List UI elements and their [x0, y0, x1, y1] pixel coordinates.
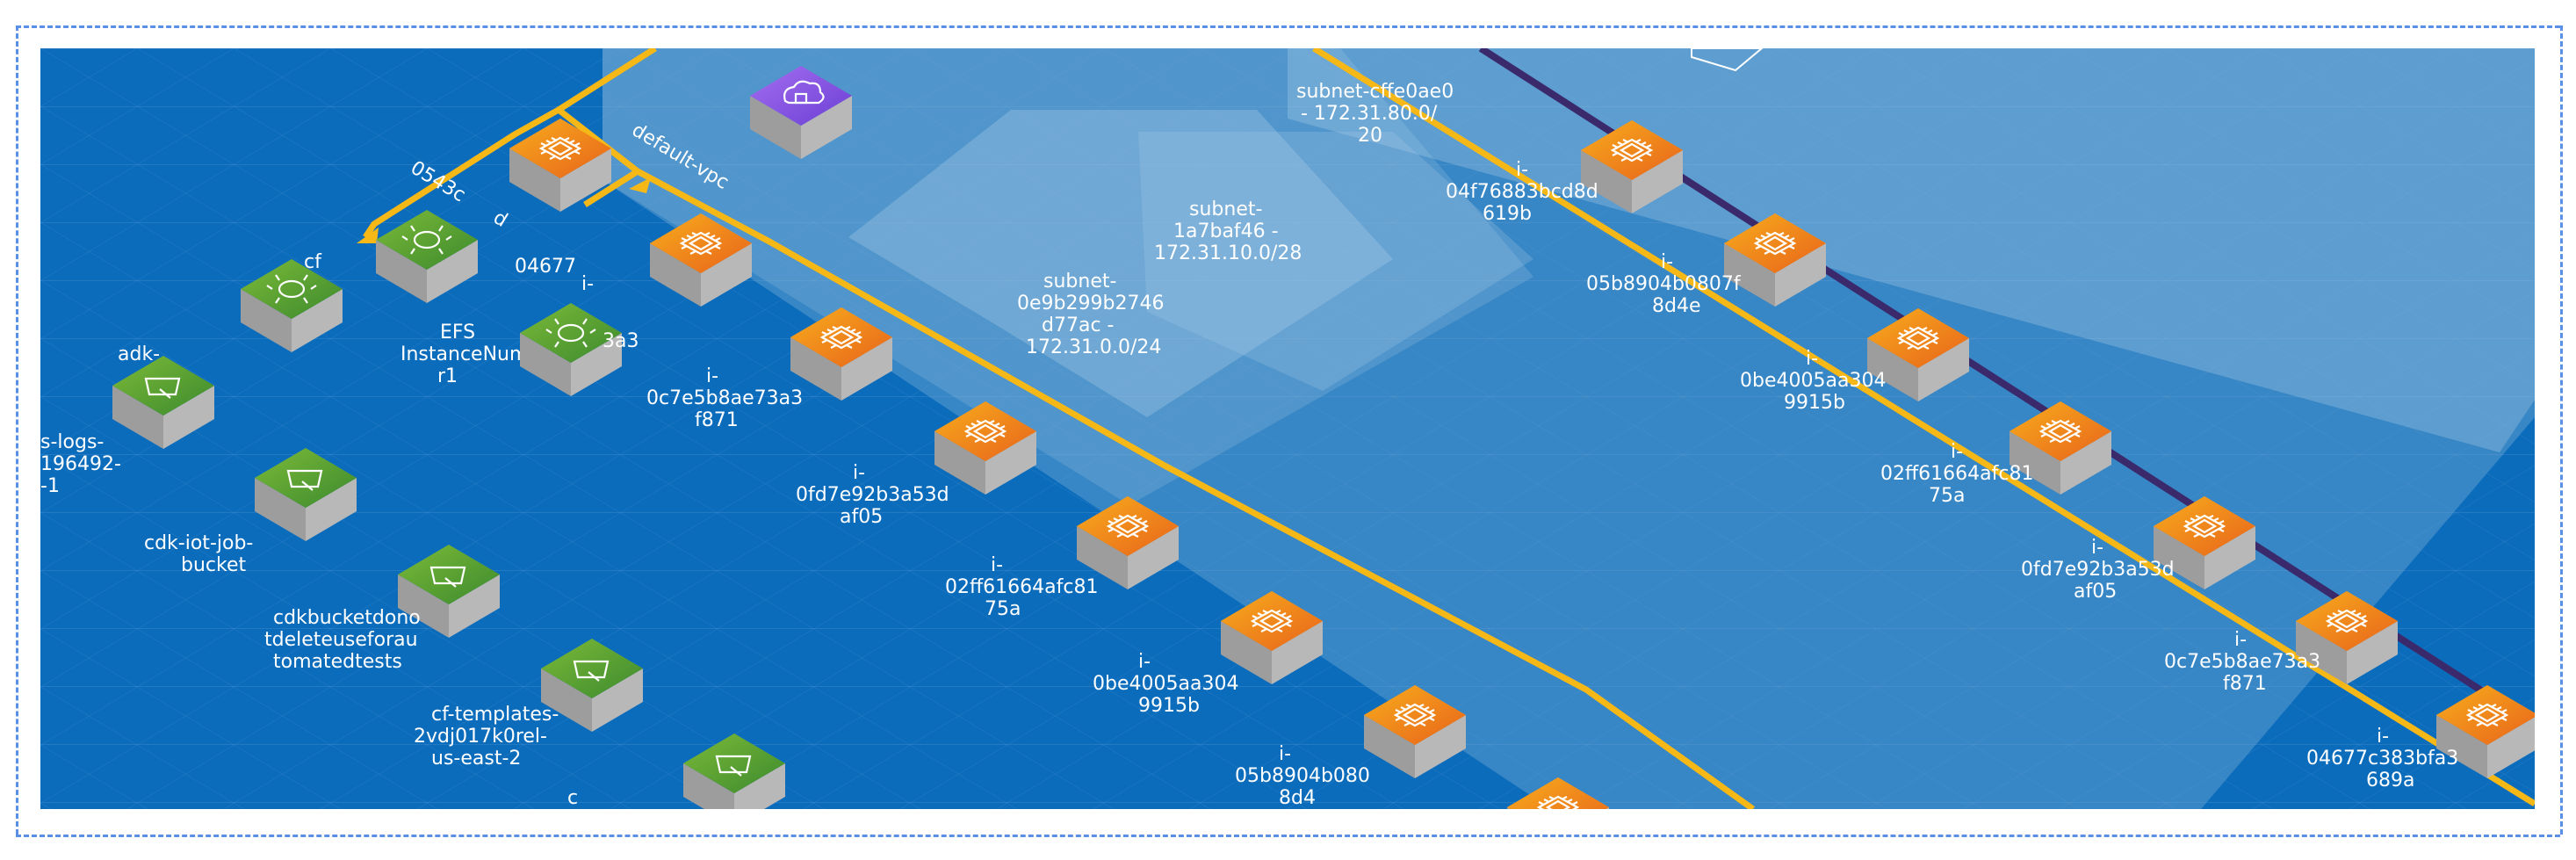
ec2-node-0c7e5b8ae73a3f871-label: i- 0c7e5b8ae73a3 f871 — [646, 365, 803, 431]
ec2-node-right-0fd7e92b3a53daf05-label: i- 0fd7e92b3a53d af05 — [2021, 537, 2175, 603]
svg-text:8d4e: 8d4e — [1652, 295, 1701, 317]
svg-text:04f76883bcd8d: 04f76883bcd8d — [1446, 181, 1598, 203]
frame-bottom-border — [16, 835, 2560, 837]
svg-text:cf-templates-: cf-templates- — [431, 704, 559, 726]
svg-text:d77ac -: d77ac - — [1042, 314, 1114, 336]
svg-text:s-logs-: s-logs- — [40, 431, 104, 453]
subnet-0e9b299b2746d77ac-panel[interactable] — [848, 110, 1393, 417]
svg-text:04677c383bfa3: 04677c383bfa3 — [2306, 748, 2458, 770]
svg-text:subnet-: subnet- — [1043, 271, 1116, 293]
svg-text:i-: i- — [706, 365, 718, 387]
svg-text:us-east-2: us-east-2 — [431, 748, 521, 770]
svg-text:172.31.0.0/24: 172.31.0.0/24 — [1026, 336, 1161, 358]
svg-text:af05: af05 — [2074, 581, 2117, 603]
s3-node-cf-templates-label: cf-templates- 2vdj017k0rel- us-east-2 — [414, 704, 559, 770]
s3-node-adk-logs-label: adk- s-logs- 196492- -1 — [40, 343, 160, 497]
svg-text:af05: af05 — [840, 506, 883, 528]
vpc-region[interactable] — [603, 48, 2535, 809]
svg-text:0fd7e92b3a53d: 0fd7e92b3a53d — [796, 484, 949, 506]
svg-text:tdeleteuseforau: tdeleteuseforau — [264, 629, 418, 651]
ec2-node-right-0be4005aa3049915b-label: i- 0be4005aa304 9915b — [1740, 348, 1886, 414]
architecture-diagram: default-vpc 0543c d EFS InstanceNumbe r1… — [40, 48, 2535, 809]
ec2-node-0be4005aa3049915b-label: i- 0be4005aa304 9915b — [1093, 651, 1238, 717]
ec2-node-04677c383bfa3689a-label: i- 04677c383bfa3 689a — [2306, 726, 2458, 791]
svg-text:9915b: 9915b — [1138, 695, 1200, 717]
svg-text:2vdj017k0rel-: 2vdj017k0rel- — [414, 726, 547, 748]
svg-text:3a3: 3a3 — [603, 330, 639, 352]
subnet-1a7baf46-label: subnet- 1a7baf46 - 172.31.10.0/28 — [1154, 199, 1302, 264]
svg-text:bucket: bucket — [181, 554, 246, 576]
s3-node-c-label: c — [567, 787, 578, 809]
svg-text:f871: f871 — [695, 409, 739, 431]
svg-text:-1: -1 — [40, 475, 60, 497]
svg-text:689a: 689a — [2366, 770, 2414, 791]
ec2-node-0fd7e92b3a53daf05-label: i- 0fd7e92b3a53d af05 — [796, 462, 949, 528]
frame-right-border — [2560, 25, 2563, 835]
svg-text:0c7e5b8ae73a3: 0c7e5b8ae73a3 — [646, 387, 803, 409]
subnet-0e9b299b2746d77ac-label: subnet- 0e9b299b2746 d77ac - 172.31.0.0/… — [1017, 271, 1164, 358]
svg-text:- 172.31.80.0/: - 172.31.80.0/ — [1301, 103, 1438, 125]
svg-text:0be4005aa304: 0be4005aa304 — [1740, 370, 1886, 392]
svg-text:1a7baf46 -: 1a7baf46 - — [1173, 220, 1279, 242]
vpc-icon[interactable] — [750, 66, 852, 159]
svg-text:04677: 04677 — [515, 256, 576, 278]
s3-node-cdk-iot-job-bucket-label: cdk-iot-job- bucket — [144, 532, 253, 576]
svg-text:i-: i- — [991, 554, 1003, 576]
svg-text:i-: i- — [1138, 651, 1151, 673]
svg-text:f871: f871 — [2223, 673, 2267, 695]
svg-text:9915b: 9915b — [1784, 392, 1845, 414]
ec2-node-04f76883bcd8d619b-label: i- 04f76883bcd8d 619b — [1446, 159, 1598, 225]
svg-text:0c7e5b8ae73a3: 0c7e5b8ae73a3 — [2164, 651, 2320, 673]
svg-text:r1: r1 — [437, 365, 458, 387]
svg-text:subnet-cffe0ae0: subnet-cffe0ae0 — [1296, 81, 1454, 103]
svg-text:i-: i- — [2091, 537, 2103, 559]
ec2-node-04677-label: i- 04677 3a3 — [515, 256, 639, 352]
svg-text:i-: i- — [581, 273, 594, 295]
svg-text:20: 20 — [1358, 125, 1382, 147]
ec2-node-right-02ff61664afc8175a-label: i- 02ff61664afc81 75a — [1880, 441, 2033, 507]
svg-text:8d4: 8d4 — [1279, 787, 1316, 809]
svg-text:0be4005aa304: 0be4005aa304 — [1093, 673, 1238, 695]
region-corner-marker — [1691, 48, 1764, 72]
diagram-canvas[interactable]: default-vpc 0543c d EFS InstanceNumbe r1… — [40, 48, 2535, 809]
svg-text:cdk-iot-job-: cdk-iot-job- — [144, 532, 253, 554]
svg-text:i-: i- — [2377, 726, 2389, 748]
svg-text:75a: 75a — [985, 598, 1021, 620]
efs-node-cf-label: cf — [304, 251, 322, 273]
svg-text:05b8904b080: 05b8904b080 — [1235, 765, 1370, 787]
svg-text:0e9b299b2746: 0e9b299b2746 — [1017, 293, 1164, 314]
svg-text:172.31.10.0/28: 172.31.10.0/28 — [1154, 242, 1302, 264]
ec2-node-02ff61664afc8175a-label: i- 02ff61664afc81 75a — [945, 554, 1098, 620]
svg-text:02ff61664afc81: 02ff61664afc81 — [1880, 463, 2033, 485]
svg-text:i-: i- — [1661, 251, 1673, 273]
svg-text:adk-: adk- — [118, 343, 160, 365]
frame-top-border — [16, 25, 2560, 28]
svg-text:i-: i- — [1279, 743, 1291, 765]
vpc-inner-region — [603, 48, 1533, 505]
ec2-node-05b8904b0808d4-label: i- 05b8904b080 8d4 — [1235, 743, 1370, 809]
svg-text:05b8904b0807f: 05b8904b0807f — [1586, 273, 1742, 295]
svg-text:i-: i- — [1951, 441, 1963, 463]
svg-text:cdkbucketdono: cdkbucketdono — [273, 607, 421, 629]
svg-text:i-: i- — [853, 462, 865, 484]
svg-text:196492-: 196492- — [40, 453, 121, 475]
ec2-node-05b8904b0807f8d4e-label: i- 05b8904b0807f 8d4e — [1586, 251, 1742, 317]
svg-text:0fd7e92b3a53d: 0fd7e92b3a53d — [2021, 559, 2175, 581]
subnet-cffe0ae0-label: subnet-cffe0ae0 - 172.31.80.0/ 20 — [1296, 81, 1454, 147]
ec2-node-right-0c7e5b8ae73a3f871-label: i- 0c7e5b8ae73a3 f871 — [2164, 629, 2320, 695]
svg-text:subnet-: subnet- — [1189, 199, 1262, 220]
svg-text:619b: 619b — [1483, 203, 1532, 225]
svg-text:i-: i- — [1806, 348, 1818, 370]
svg-text:EFS: EFS — [440, 322, 475, 343]
s3-node-cdkbucketdonotdelete-label: cdkbucketdono tdeleteuseforau tomatedtes… — [264, 607, 421, 673]
svg-text:i-: i- — [1516, 159, 1528, 181]
frame-left-border — [16, 25, 18, 835]
svg-text:i-: i- — [2234, 629, 2247, 651]
subnet-1a7baf46-panel[interactable] — [1138, 132, 1533, 391]
svg-text:tomatedtests: tomatedtests — [273, 651, 402, 673]
svg-text:02ff61664afc81: 02ff61664afc81 — [945, 576, 1098, 598]
svg-text:75a: 75a — [1929, 485, 1965, 507]
